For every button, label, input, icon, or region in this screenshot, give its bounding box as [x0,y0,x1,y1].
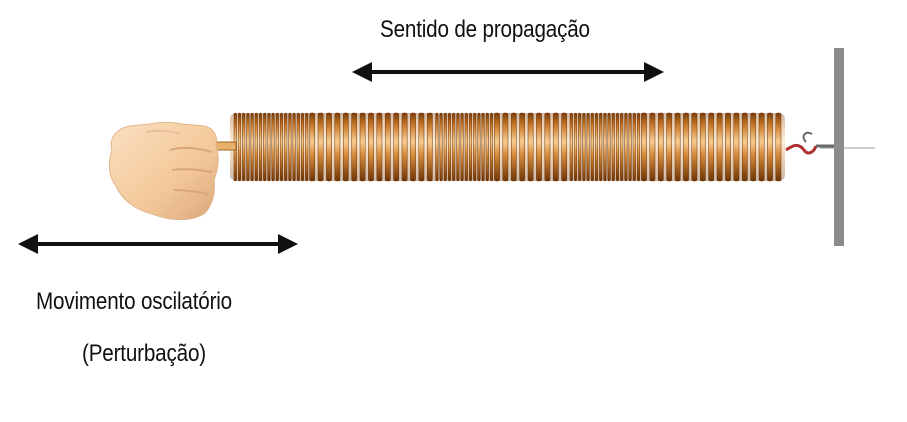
spring-coil [620,112,624,182]
spring-coil [317,112,324,182]
spring-coil [477,112,481,182]
spring-coil [578,112,582,182]
spring-coil [250,112,254,182]
spring-coil [561,112,568,182]
spring-coil [494,112,500,182]
spring-coil [267,112,271,182]
spring-coil [590,112,594,182]
spring-coil [473,112,477,182]
spring-coil [376,112,383,182]
spring-coil [489,112,494,182]
spring-coil [359,112,366,182]
spring-coil [569,112,573,182]
spring-coil [657,112,664,182]
spring-coil [464,112,468,182]
spring-coil [552,112,559,182]
spring-coil [502,112,509,182]
spring-coil [401,112,408,182]
spring-coil [468,112,473,182]
spring-coil [536,112,542,182]
spring-coil [582,112,586,182]
spring-coil [435,112,439,182]
spring-coil [300,112,305,182]
hand-fist-icon [108,122,219,221]
spring-coil [279,112,284,182]
spring-coil [456,112,460,182]
spring-coil [284,112,288,182]
spring-coil [599,112,603,182]
spring-coil [573,112,578,182]
spring-coil [628,112,632,182]
spring-coil [741,112,748,182]
wall-support-icon [834,48,844,246]
spring-coil [691,112,698,182]
spring-coil [615,112,620,182]
spring-coil [326,112,332,182]
spring-coil [603,112,607,182]
oscillatory-movement-label: Movimento oscilatório [36,288,232,315]
spring-coil [708,112,715,182]
spring-coil [775,112,782,182]
spring-coil [699,112,706,182]
spring-coil [275,112,279,182]
spring-coil [384,112,391,182]
spring-coil [725,112,731,182]
spring-coil [342,112,349,182]
spring-coil [447,112,452,182]
spring-coil [594,112,599,182]
spring-coil [636,112,641,182]
spring-coil [586,112,590,182]
spring-coil [527,112,534,182]
spring-coil [544,112,551,182]
spring-coil [666,112,673,182]
spring-coil [305,112,309,182]
spring-coil [758,112,765,182]
spring-coil [649,112,656,182]
spring-coil [452,112,456,182]
spring-coil [334,112,341,182]
spring-coil [460,112,464,182]
propagation-direction-label: Sentido de propagação [380,16,590,43]
spring-coil [624,112,628,182]
spring-coil [292,112,296,182]
spring-coil [641,112,647,182]
spring-coil [632,112,636,182]
spring-coil [351,112,358,182]
spring-coil [443,112,447,182]
spring-coil [296,112,300,182]
spring-coil [426,112,433,182]
spring-coil [258,112,263,182]
spring-coil [733,112,740,182]
spring-coil [510,112,517,182]
spring-coil [607,112,611,182]
perturbation-label: (Perturbação) [82,340,206,367]
spring-coil [237,112,242,182]
spring-coil [481,112,485,182]
spring-coil [271,112,275,182]
spring-coil [519,112,526,182]
spring-coil [393,112,400,182]
spring-coil [674,112,681,182]
spring-coil [418,112,425,182]
spring-coil [246,112,250,182]
spring-coil [750,112,757,182]
spring-coil [368,112,374,182]
spring-coil [683,112,689,182]
spring-coil [767,112,773,182]
spring-coil [309,112,316,182]
spring-coil [288,112,292,182]
hook-icon [785,131,834,155]
spring-coil [254,112,258,182]
spring-coil [439,112,443,182]
spring-coil [485,112,489,182]
spring-coil [716,112,723,182]
spring-coil [242,112,246,182]
spring-coil [410,112,416,182]
spring-coils [233,112,782,182]
spring-coil [263,112,267,182]
spring-coil [611,112,615,182]
